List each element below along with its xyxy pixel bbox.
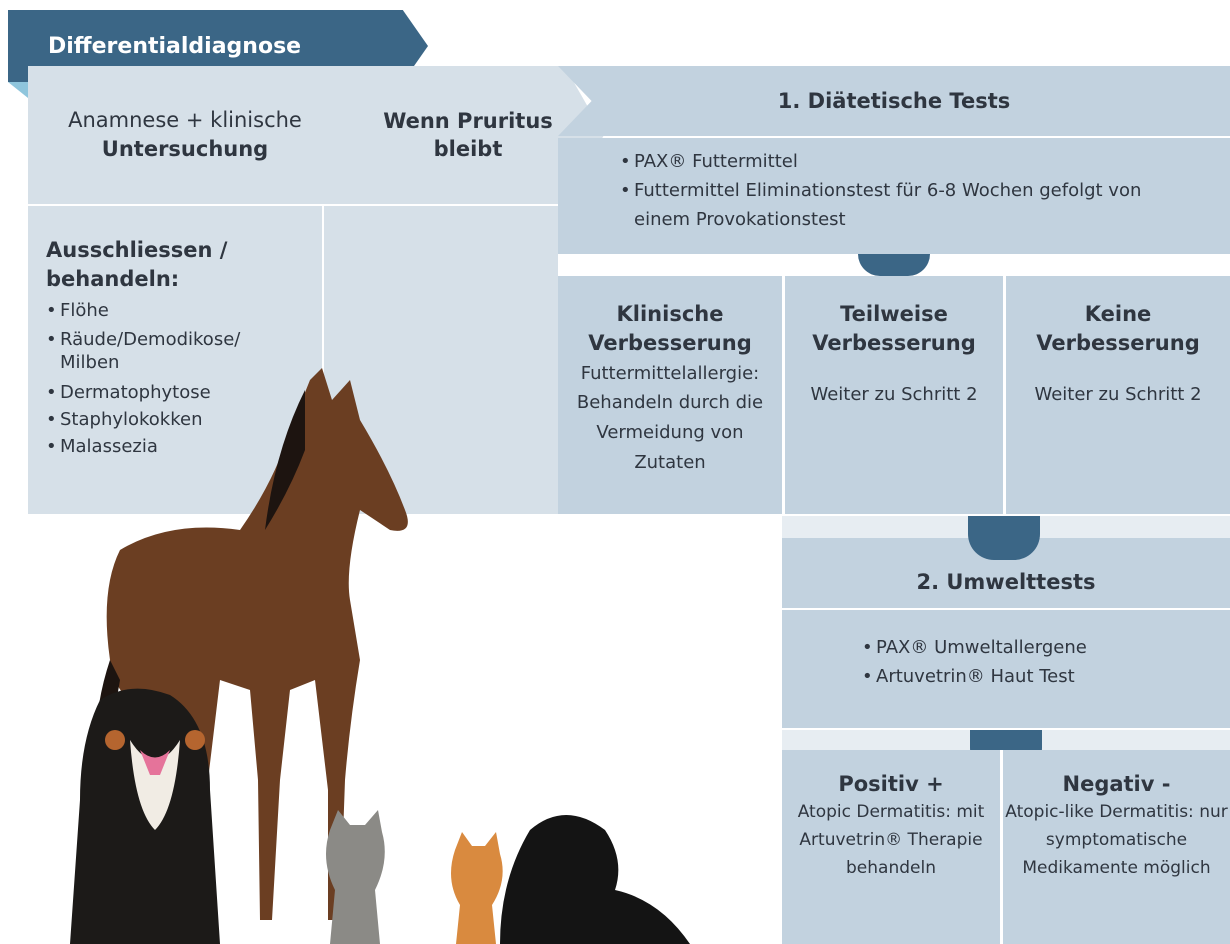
outcome1-partial-text: Weiter zu Schritt 2 (810, 383, 978, 405)
exclude-heading-1: Ausschliessen / (46, 238, 228, 262)
step2-item: PAX® Umweltallergene (862, 634, 1230, 663)
exclude-heading-2: behandeln: (46, 267, 180, 292)
outcome2-positive: Positiv + Atopic Dermatitis: mit Artuvet… (782, 750, 1000, 944)
step1-body: PAX® Futtermittel Futtermittel Eliminati… (558, 138, 1230, 254)
outcome1-partial-title2: Verbesserung (812, 331, 976, 356)
pruritus-line2: bleibt (433, 137, 503, 161)
exclude-item: Staphylokokken (46, 406, 304, 433)
pruritus-box: Wenn Pruritus bleibt (322, 66, 604, 204)
outcome2-positive-title: Positiv + (838, 772, 944, 796)
cat-image (326, 810, 503, 944)
outcome1-partial-title1: Teilweise (840, 302, 948, 326)
step1-title: 1. Diätetische Tests (777, 88, 1011, 113)
outcome1-none-title1: Keine (1084, 302, 1152, 326)
outcome1-partial: Teilweise Verbesserung Weiter zu Schritt… (785, 276, 1003, 514)
step2-title: 2. Umwelttests (916, 569, 1096, 594)
step1-item: PAX® Futtermittel (620, 148, 1180, 177)
step2-item: Artuvetrin® Haut Test (862, 663, 1230, 692)
anamnese-box: Anamnese + klinische Untersuchung (28, 66, 378, 204)
pruritus-line1: Wenn Pruritus (383, 108, 553, 133)
outcomes1-row: Klinische Verbesserung Futtermittelaller… (558, 276, 1230, 514)
outcome1-clinical-text: Futtermittelallergie: Behandeln durch di… (576, 362, 764, 473)
dog-image (70, 688, 220, 944)
outcome1-clinical-title2: Verbesserung (588, 331, 752, 356)
page-title-text: Differentialdiagnose (48, 33, 302, 59)
outcome1-clinical-title1: Klinische (616, 302, 724, 326)
step1-item: Futtermittel Eliminationstest für 6-8 Wo… (620, 177, 1180, 235)
exclude-item: Räude/Demodikose/ Milben (46, 328, 304, 375)
black-dog-image (500, 815, 690, 944)
animals-illustration (70, 368, 690, 944)
outcome1-none: Keine Verbesserung Weiter zu Schritt 2 (1006, 276, 1230, 514)
arrow-notch-2 (968, 516, 1040, 560)
exclude-panel: Ausschliessen / behandeln: Flöhe Räude/D… (28, 206, 322, 514)
step1-header: 1. Diätetische Tests (558, 66, 1230, 136)
exclude-item: Flöhe (46, 297, 304, 324)
outcome2-negative: Negativ - Atopic-like Dermatitis: nur sy… (1003, 750, 1230, 944)
outcome1-none-title2: Verbesserung (1036, 331, 1200, 356)
step2-header: 2. Umwelttests (782, 556, 1230, 608)
anamnese-line1: Anamnese + klinische (68, 107, 302, 132)
outcome1-none-text: Weiter zu Schritt 2 (1034, 383, 1202, 405)
arrow-notch-1 (858, 254, 930, 276)
outcome2-negative-title: Negativ - (1062, 772, 1171, 796)
anamnese-line2: Untersuchung (101, 137, 269, 161)
step2-body: PAX® Umweltallergene Artuvetrin® Haut Te… (782, 610, 1230, 728)
outcome2-positive-text: Atopic Dermatitis: mit Artuvetrin® Thera… (797, 802, 985, 879)
title-fold (8, 82, 28, 98)
divider (782, 276, 785, 514)
outcome2-negative-text: Atopic-like Dermatitis: nur symptomatisc… (1005, 802, 1228, 879)
outcome1-clinical: Klinische Verbesserung Futtermittelaller… (558, 276, 782, 514)
divider (1003, 276, 1006, 514)
exclude-item: Dermatophytose (46, 379, 304, 406)
exclude-item: Malassezia (46, 433, 304, 460)
divider (1000, 750, 1003, 944)
